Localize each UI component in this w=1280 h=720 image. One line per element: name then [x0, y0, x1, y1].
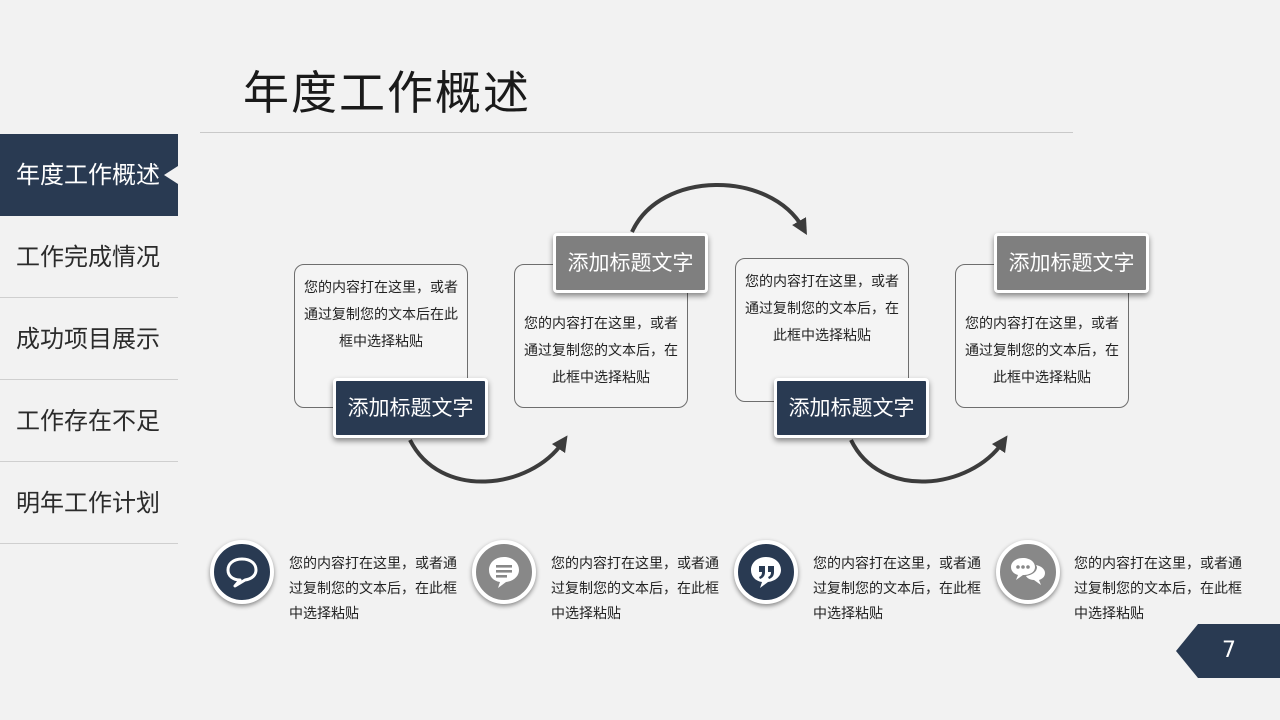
feature-text-1: 您的内容打在这里，或者通过复制您的文本后，在此框中选择粘贴	[289, 556, 457, 622]
sidebar-item-label: 年度工作概述	[16, 161, 160, 189]
process-title-tag-2[interactable]: 添加标题文字	[553, 233, 708, 293]
arrow-2	[630, 183, 807, 235]
process-box-text: 您的内容打在这里，或者通过复制您的文本后，在此框中选择粘贴	[965, 316, 1119, 386]
quote-bubble-icon	[734, 540, 798, 604]
sidebar-item-label: 明年工作计划	[16, 489, 160, 517]
feature-text-2: 您的内容打在这里，或者通过复制您的文本后，在此框中选择粘贴	[551, 556, 719, 622]
sidebar-item-shortcomings[interactable]: 工作存在不足	[0, 380, 178, 462]
process-box-text: 您的内容打在这里，或者通过复制您的文本后，在此框中选择粘贴	[745, 274, 899, 344]
process-title-tag-3[interactable]: 添加标题文字	[774, 378, 929, 438]
sidebar-item-annual-overview[interactable]: 年度工作概述	[0, 134, 178, 216]
sidebar: 年度工作概述 工作完成情况 成功项目展示 工作存在不足 明年工作计划	[0, 134, 178, 544]
chat-bubbles-icon	[996, 540, 1060, 604]
page-title: 年度工作概述	[243, 66, 531, 120]
arrow-3	[849, 435, 1008, 484]
title-divider	[200, 132, 1073, 133]
process-title-tag-4[interactable]: 添加标题文字	[994, 233, 1149, 293]
arrow-1	[408, 435, 568, 484]
feature-text-4: 您的内容打在这里，或者通过复制您的文本后，在此框中选择粘贴	[1074, 556, 1242, 622]
sidebar-item-successful-projects[interactable]: 成功项目展示	[0, 298, 178, 380]
process-box-text: 您的内容打在这里，或者通过复制您的文本后在此框中选择粘贴	[304, 280, 458, 350]
process-box-text: 您的内容打在这里，或者通过复制您的文本后，在此框中选择粘贴	[524, 316, 678, 386]
sidebar-item-label: 成功项目展示	[16, 325, 160, 353]
page-number-badge: 7	[1176, 624, 1280, 678]
active-indicator-icon	[164, 166, 178, 184]
sidebar-item-work-completion[interactable]: 工作完成情况	[0, 216, 178, 298]
speech-bubble-icon	[210, 540, 274, 604]
message-lines-icon	[472, 540, 536, 604]
sidebar-item-label: 工作存在不足	[16, 407, 160, 435]
sidebar-item-label: 工作完成情况	[16, 243, 160, 271]
sidebar-item-next-year-plan[interactable]: 明年工作计划	[0, 462, 178, 544]
feature-text-3: 您的内容打在这里，或者通过复制您的文本后，在此框中选择粘贴	[813, 556, 981, 622]
page-number: 7	[1222, 638, 1236, 663]
process-title-tag-1[interactable]: 添加标题文字	[333, 378, 488, 438]
